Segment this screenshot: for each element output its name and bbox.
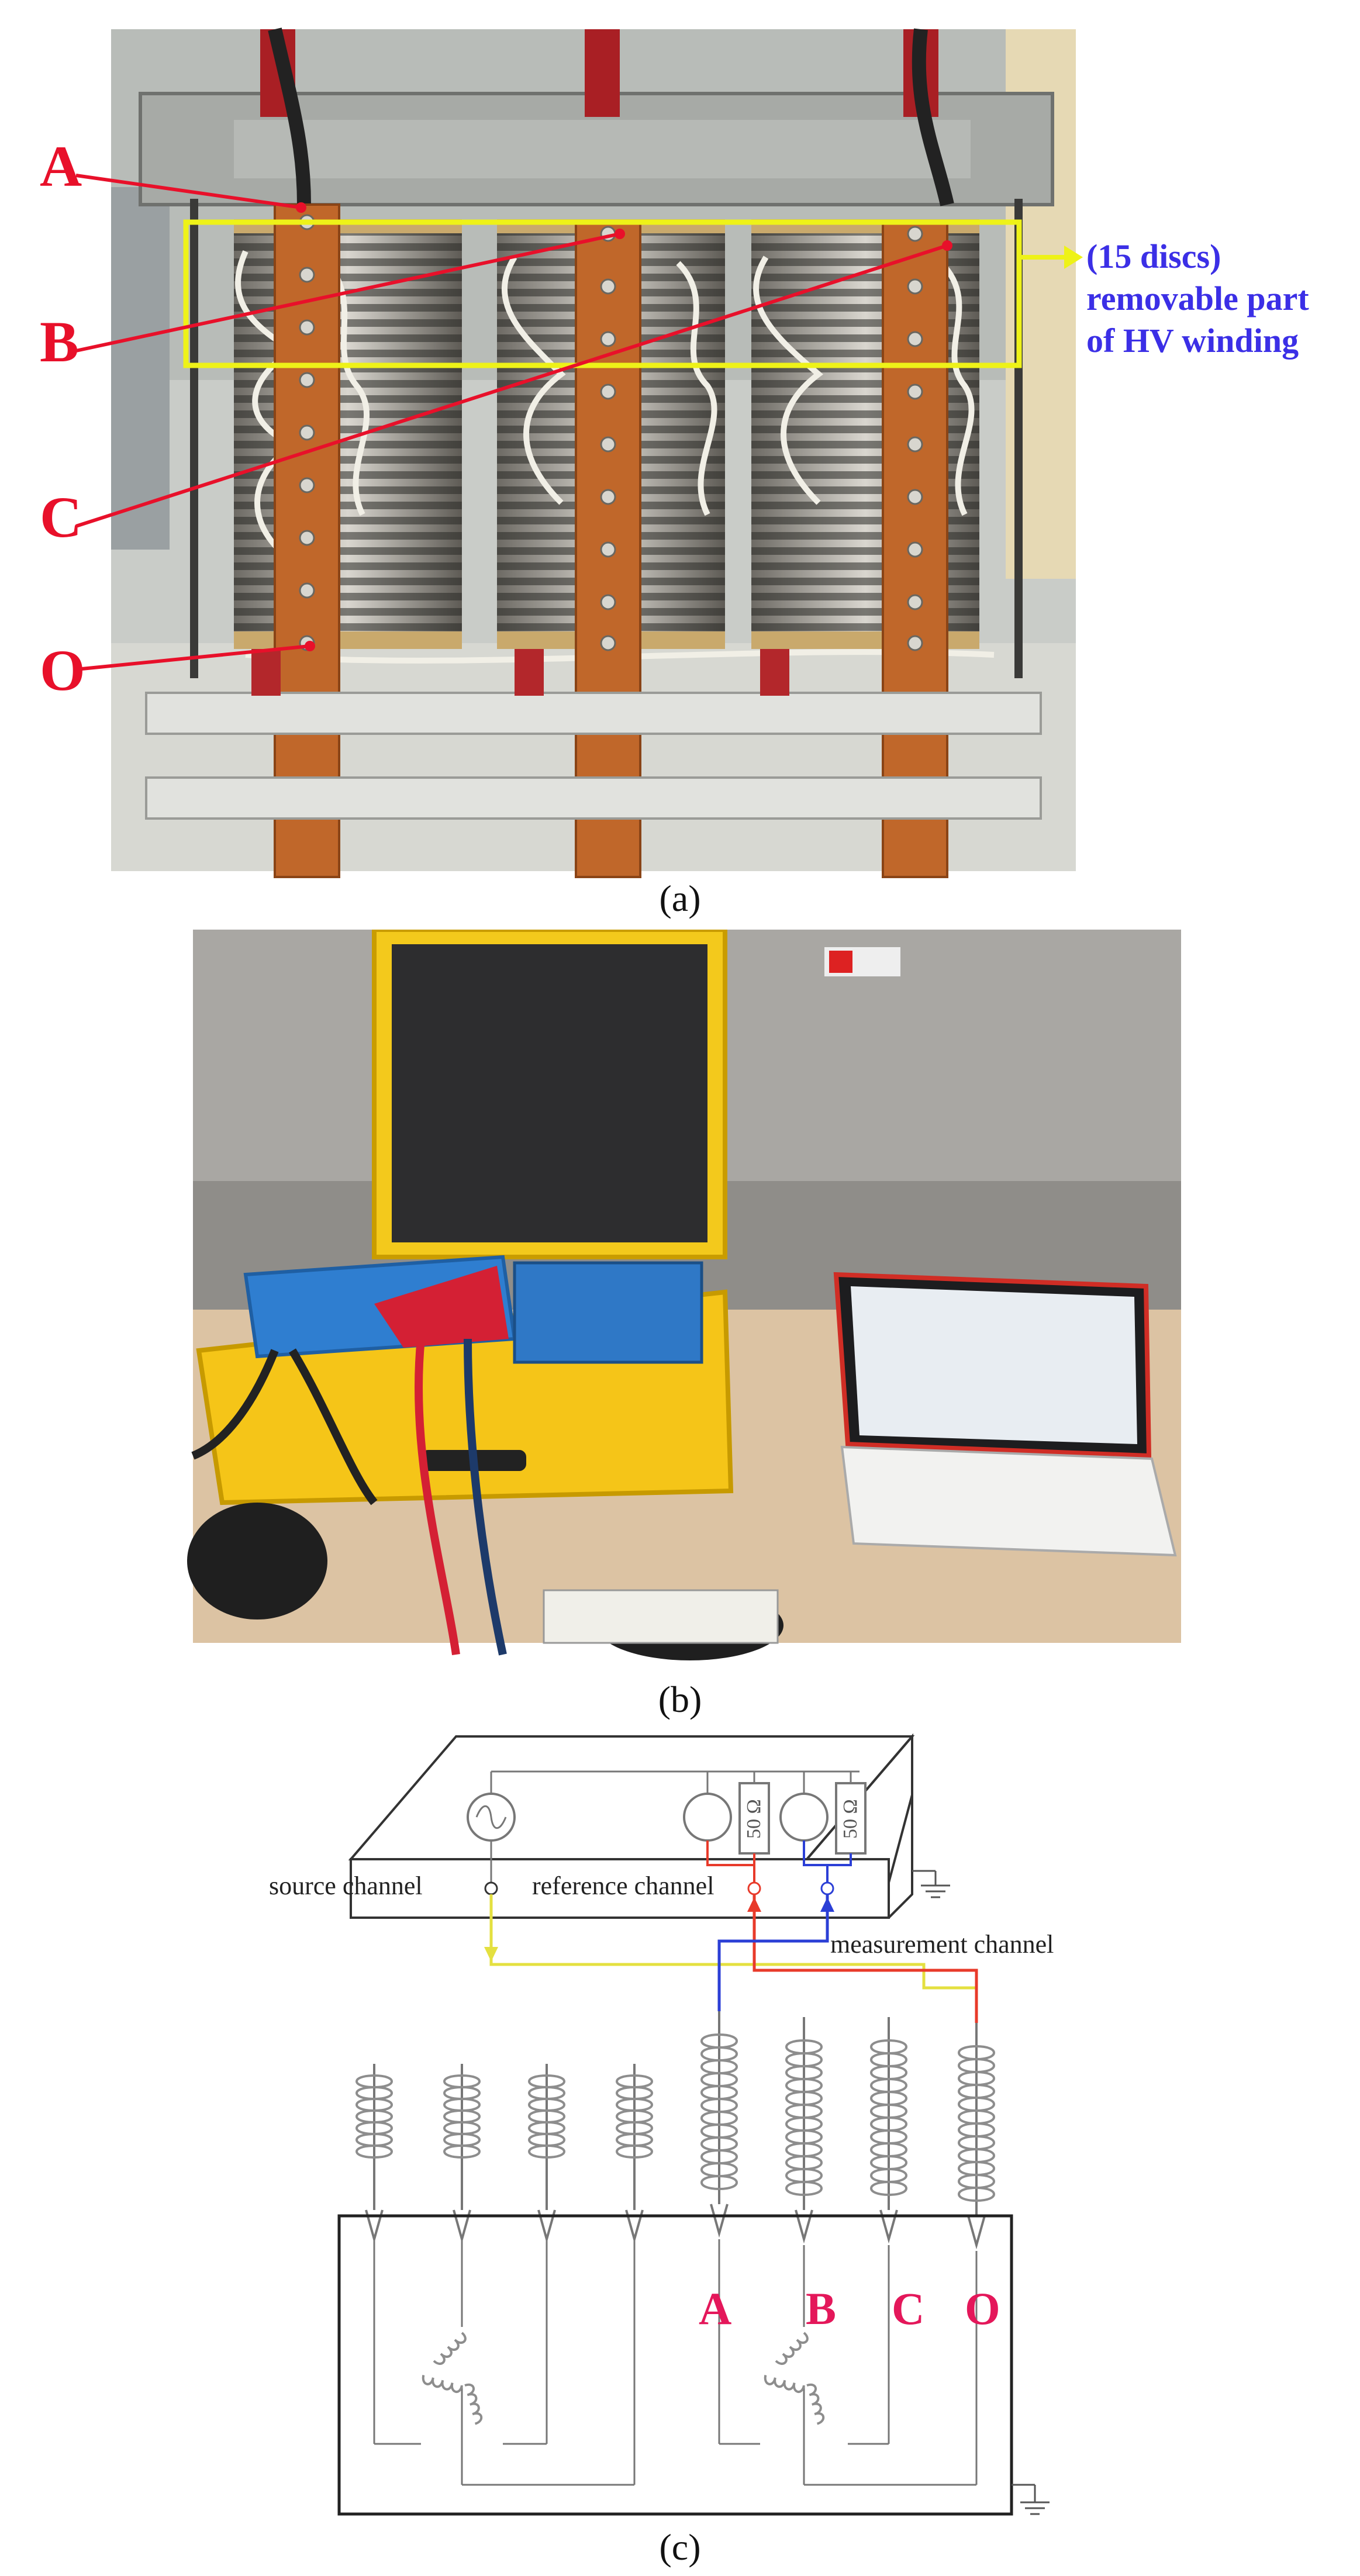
lv-stack-4 xyxy=(616,2063,653,2240)
bushing-stack-a xyxy=(700,2010,738,2235)
annotation-line1: (15 discs) xyxy=(1086,237,1221,275)
annotation-line3: of HV winding xyxy=(1086,322,1299,360)
laptop-keyboard xyxy=(840,1445,1177,1557)
connection-panel xyxy=(513,1261,703,1364)
measurement-connector xyxy=(820,1881,834,1895)
measurement-channel-label: measurement channel xyxy=(830,1930,1054,1959)
annotation-line2: removable part xyxy=(1086,279,1309,317)
measurement-receiver-symbol xyxy=(779,1793,829,1842)
wall-sign-red xyxy=(829,951,852,973)
reference-receiver-symbol xyxy=(683,1793,732,1842)
reference-channel-label: reference channel xyxy=(532,1871,714,1900)
fra-analyser-red-panel xyxy=(374,1266,509,1348)
lv-stack-2 xyxy=(443,2063,481,2240)
measurement-lead-arrow xyxy=(820,1897,834,1912)
caption-a: (a) xyxy=(659,878,701,919)
lv-winding-connections xyxy=(373,2239,636,2486)
hv-winding-left xyxy=(762,2360,807,2405)
lv-stack-1 xyxy=(355,2063,393,2240)
red-insulator-a xyxy=(251,649,281,696)
terminal-a-label: A xyxy=(699,2283,731,2334)
leader-dot-c xyxy=(942,240,952,251)
leader-dot-b xyxy=(615,229,625,239)
source-connector xyxy=(484,1881,498,1895)
bottom-frame-lower xyxy=(145,776,1042,820)
transformer-tank xyxy=(337,2214,1013,2516)
left-rack xyxy=(111,187,170,550)
reference-lead-arrow xyxy=(747,1897,761,1912)
leader-lines xyxy=(75,174,948,671)
red-insulator-c xyxy=(760,649,789,696)
laptop-display xyxy=(851,1286,1137,1444)
bushing-stack-o xyxy=(958,2022,995,2246)
test-cables xyxy=(191,1338,507,1656)
terminal-c-label: C xyxy=(892,2283,924,2334)
rubber-disc xyxy=(187,1503,327,1620)
caption-b: (b) xyxy=(658,1679,702,1720)
label-c: C xyxy=(40,485,82,550)
measurement-resistor-label: 50 Ω xyxy=(840,1799,861,1839)
label-b: B xyxy=(40,309,79,374)
leader-dot-o xyxy=(305,641,315,651)
bushing-stack-c xyxy=(870,2016,907,2240)
hv-cable-c xyxy=(912,28,954,206)
terminal-o-label: O xyxy=(965,2283,1000,2334)
hv-winding-right xyxy=(792,2381,837,2427)
red-insulator-b xyxy=(515,649,544,696)
reference-resistor xyxy=(738,1782,770,1855)
measurement-diagram: 50 Ω 50 Ω source channel reference chann… xyxy=(269,1733,1054,2516)
lv-winding-right xyxy=(450,2381,495,2427)
case-lid-foam xyxy=(392,944,707,1242)
lv-stack-3 xyxy=(528,2063,565,2240)
leader-dot-a xyxy=(296,202,306,213)
source-channel-label: source channel xyxy=(269,1871,423,1900)
lv-winding-top xyxy=(433,2332,467,2365)
hv-winding-connections xyxy=(718,2239,978,2486)
booklet xyxy=(543,1589,779,1644)
hv-cable-a xyxy=(268,27,311,205)
ac-source-wave xyxy=(475,1805,507,1829)
core-column-a xyxy=(190,199,198,678)
caption-c: (c) xyxy=(659,2526,701,2568)
source-lead-arrow xyxy=(484,1947,498,1962)
label-o: O xyxy=(40,638,85,703)
transformer-photo-panel: A B C O (15 discs) removable part of HV … xyxy=(40,27,1309,878)
removable-part-highlight xyxy=(183,219,1022,368)
tap-board-a xyxy=(274,203,340,878)
reference-connector xyxy=(747,1881,761,1895)
hv-winding-top xyxy=(775,2332,809,2365)
lv-winding-left xyxy=(420,2360,465,2405)
top-frame-plate xyxy=(234,120,971,178)
measurement-lead xyxy=(717,1894,829,2011)
reference-lead xyxy=(753,1894,978,2023)
coil-a xyxy=(234,219,462,649)
terminal-b-label: B xyxy=(806,2283,836,2334)
label-a: A xyxy=(40,134,82,199)
test-setup-photo-panel xyxy=(187,930,1181,1660)
bottom-frame-upper xyxy=(145,692,1042,735)
tank-ground-symbol xyxy=(1012,2484,1050,2515)
annotation-arrow-head xyxy=(1064,246,1083,269)
reference-resistor-label: 50 Ω xyxy=(743,1799,765,1839)
bushing-b xyxy=(585,29,620,117)
bushing-stack-b xyxy=(785,2016,823,2240)
analyser-ground-symbol xyxy=(912,1870,950,1898)
